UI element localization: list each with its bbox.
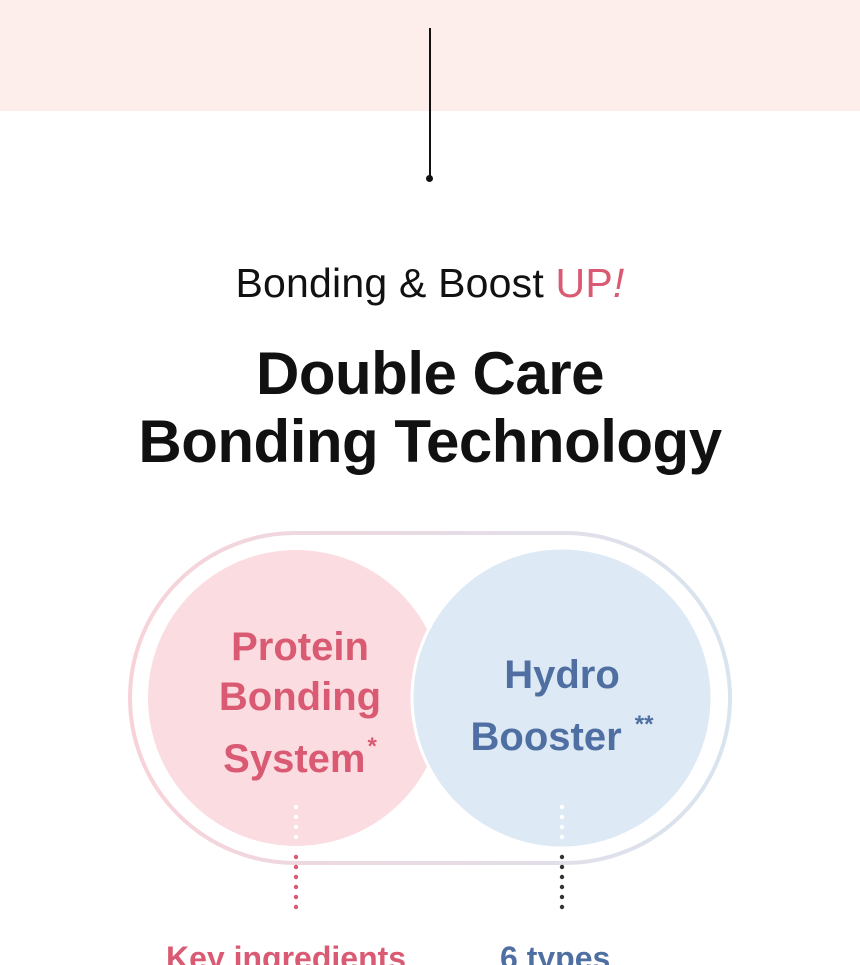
protein-footnote-mark: * [367,733,377,760]
subtitle: Bonding & Boost UP! [0,260,860,307]
subtitle-exclamation: ! [612,260,625,306]
hydro-line-2: Booster ** [412,700,712,762]
six-types-label: 6 types [500,940,611,965]
title-line-2: Bonding Technology [138,408,722,475]
protein-line-3: System* [150,722,450,784]
subtitle-main: Bonding & Boost [235,260,556,306]
protein-line-3-text: System [223,737,366,781]
title-line-1: Double Care [256,340,604,407]
connector-line [429,28,431,178]
protein-bonding-circle [148,550,444,846]
left-dotted-connector [293,804,299,910]
hydro-footnote-mark: ** [634,711,654,738]
protein-line-2: Bonding [218,675,382,719]
key-ingredients-label: Key ingredients [166,940,407,965]
protein-line-1: Protein [231,625,369,669]
hydro-booster-circle [410,546,714,850]
connector-dot [426,175,433,182]
protein-bonding-label: Protein Bonding System* [150,622,450,784]
right-dotted-connector [559,804,565,910]
hydro-booster-label: Hydro Booster ** [412,650,712,762]
hydro-line-2-text: Booster [470,715,622,759]
subtitle-accent: UP [555,260,613,306]
pill-outline [128,531,732,865]
page-title: Double Care Bonding Technology [0,340,860,476]
hydro-line-1: Hydro [504,653,620,697]
